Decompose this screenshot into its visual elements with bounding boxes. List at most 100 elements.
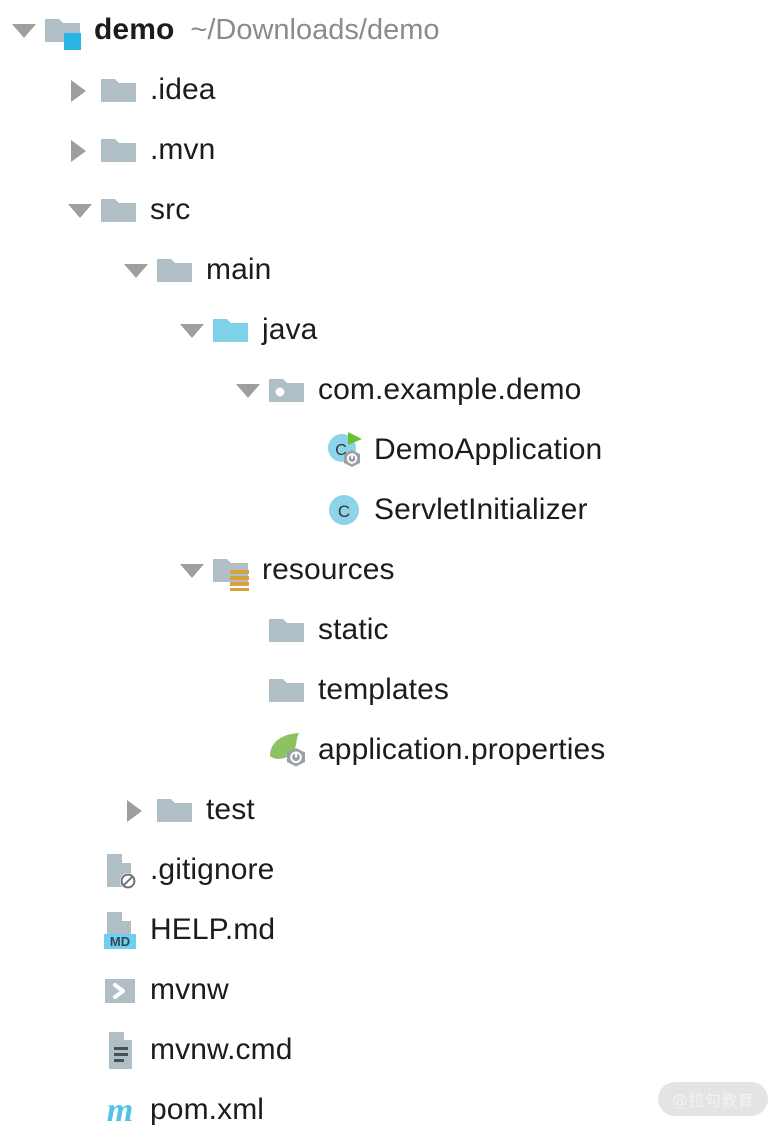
- svg-text:C: C: [335, 442, 347, 459]
- folder-icon: [98, 68, 142, 112]
- twisty-placeholder: [62, 1080, 98, 1140]
- tree-row-java[interactable]: java: [0, 300, 782, 360]
- svg-text:C: C: [338, 502, 350, 521]
- tree-row-label: resources: [262, 553, 395, 586]
- tree-row-label: application.properties: [318, 733, 606, 766]
- tree-row-mvnw-cmd[interactable]: mvnw.cmd: [0, 1020, 782, 1080]
- twisty-placeholder: [62, 1020, 98, 1080]
- indent-spacer: [0, 270, 118, 271]
- indent-spacer: [0, 330, 174, 331]
- tree-row-idea[interactable]: .idea: [0, 60, 782, 120]
- tree-row-label: pom.xml: [150, 1093, 265, 1126]
- tree-row-label: java: [262, 313, 318, 346]
- markdown-file-icon: MD: [98, 908, 142, 952]
- shell-script-icon: [98, 968, 142, 1012]
- indent-spacer: [0, 570, 174, 571]
- tree-row-label: static: [318, 613, 389, 646]
- tree-row-label: src: [150, 193, 191, 226]
- folder-module-icon: [42, 8, 86, 52]
- tree-row-mvn[interactable]: .mvn: [0, 120, 782, 180]
- text-file-icon: [98, 1028, 142, 1072]
- chevron-down-icon[interactable]: [230, 360, 266, 420]
- svg-text:m: m: [107, 1092, 133, 1129]
- indent-spacer: [0, 150, 62, 151]
- twisty-placeholder: [286, 420, 322, 480]
- twisty-placeholder: [230, 720, 266, 780]
- tree-row-mvnw[interactable]: mvnw: [0, 960, 782, 1020]
- indent-spacer: [0, 90, 62, 91]
- tree-row-label: .gitignore: [150, 853, 275, 886]
- spring-boot-class-icon: C: [322, 428, 366, 472]
- tree-row-label: DemoApplication: [374, 433, 603, 466]
- indent-spacer: [0, 1110, 62, 1111]
- indent-spacer: [0, 390, 230, 391]
- twisty-placeholder: [62, 840, 98, 900]
- folder-icon: [154, 788, 198, 832]
- tree-row-templates[interactable]: templates: [0, 660, 782, 720]
- chevron-right-icon[interactable]: [62, 120, 98, 180]
- java-class-icon: C: [322, 488, 366, 532]
- indent-spacer: [0, 870, 62, 871]
- watermark-text: @拉勾教育: [671, 1091, 755, 1110]
- twisty-placeholder: [230, 600, 266, 660]
- tree-row-label: test: [206, 793, 255, 826]
- tree-row-gitignore[interactable]: .gitignore: [0, 840, 782, 900]
- tree-row-help-md[interactable]: MD HELP.md: [0, 900, 782, 960]
- tree-row-label: .idea: [150, 73, 216, 106]
- tree-row-servlet-initializer[interactable]: C ServletInitializer: [0, 480, 782, 540]
- folder-icon: [98, 188, 142, 232]
- tree-row-label: mvnw.cmd: [150, 1033, 293, 1066]
- twisty-placeholder: [62, 900, 98, 960]
- tree-row-static[interactable]: static: [0, 600, 782, 660]
- indent-spacer: [0, 690, 230, 691]
- spring-properties-icon: [266, 728, 310, 772]
- twisty-placeholder: [286, 480, 322, 540]
- tree-row-pom-xml[interactable]: m pom.xml: [0, 1080, 782, 1140]
- twisty-placeholder: [230, 660, 266, 720]
- tree-row-demo[interactable]: demo ~/Downloads/demo: [0, 0, 782, 60]
- chevron-down-icon[interactable]: [62, 180, 98, 240]
- tree-row-label: main: [206, 253, 272, 286]
- tree-row-label: HELP.md: [150, 913, 276, 946]
- watermark: @拉勾教育: [658, 1082, 768, 1116]
- svg-text:MD: MD: [110, 934, 130, 949]
- tree-row-label: .mvn: [150, 133, 216, 166]
- indent-spacer: [0, 810, 118, 811]
- indent-spacer: [0, 750, 230, 751]
- chevron-right-icon[interactable]: [118, 780, 154, 840]
- tree-row-test[interactable]: test: [0, 780, 782, 840]
- chevron-down-icon[interactable]: [6, 0, 42, 60]
- tree-row-main[interactable]: main: [0, 240, 782, 300]
- tree-row-path: ~/Downloads/demo: [190, 13, 440, 46]
- indent-spacer: [0, 1050, 62, 1051]
- chevron-right-icon[interactable]: [62, 60, 98, 120]
- chevron-down-icon[interactable]: [174, 540, 210, 600]
- tree-row-src[interactable]: src: [0, 180, 782, 240]
- folder-resource-root-icon: [210, 548, 254, 592]
- tree-row-label: mvnw: [150, 973, 229, 1006]
- tree-row-demo-application[interactable]: C DemoApplication: [0, 420, 782, 480]
- twisty-placeholder: [62, 960, 98, 1020]
- tree-row-label: templates: [318, 673, 449, 706]
- indent-spacer: [0, 210, 62, 211]
- tree-row-com-example-demo[interactable]: com.example.demo: [0, 360, 782, 420]
- chevron-down-icon[interactable]: [118, 240, 154, 300]
- folder-icon: [266, 668, 310, 712]
- chevron-down-icon[interactable]: [174, 300, 210, 360]
- tree-row-application-properties[interactable]: application.properties: [0, 720, 782, 780]
- ignored-file-icon: [98, 848, 142, 892]
- indent-spacer: [0, 930, 62, 931]
- indent-spacer: [0, 450, 286, 451]
- package-icon: [266, 368, 310, 412]
- indent-spacer: [0, 990, 62, 991]
- maven-file-icon: m: [98, 1088, 142, 1132]
- folder-source-root-icon: [210, 308, 254, 352]
- tree-row-label: ServletInitializer: [374, 493, 588, 526]
- indent-spacer: [0, 630, 230, 631]
- folder-icon: [266, 608, 310, 652]
- tree-row-label: com.example.demo: [318, 373, 582, 406]
- tree-row-label: demo: [94, 13, 175, 46]
- indent-spacer: [0, 510, 286, 511]
- tree-row-resources[interactable]: resources: [0, 540, 782, 600]
